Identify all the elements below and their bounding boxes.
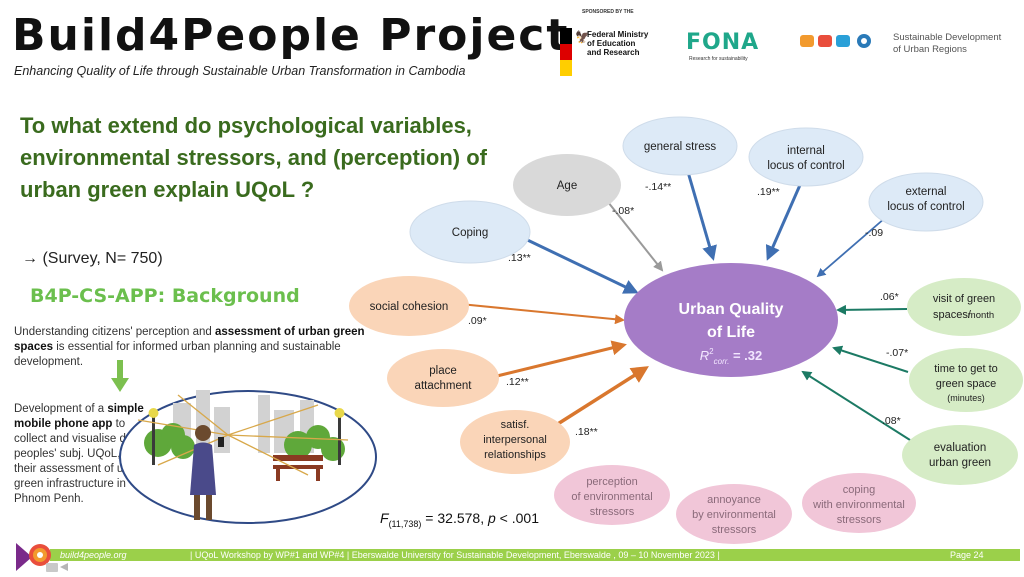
svg-text:perception: perception [586, 476, 637, 488]
svg-text:.09*: .09* [468, 315, 487, 327]
svg-text:.12**: .12** [506, 376, 529, 388]
svg-text:external: external [906, 186, 947, 198]
park-illustration [119, 390, 377, 524]
research-question: To what extend do psychological variable… [20, 113, 487, 202]
node-eval: evaluation urban green [902, 425, 1018, 485]
bmbf-logo-text: Federal Ministry of Education and Resear… [587, 30, 649, 57]
svg-text:coping: coping [843, 484, 875, 496]
node-external-locus: external locus of control [868, 172, 984, 232]
svg-text:Coping: Coping [452, 227, 488, 239]
svg-text:with environmental: with environmental [812, 499, 905, 511]
node-general-stress: general stress [622, 116, 738, 176]
node-place-attachment: place attachment [387, 349, 499, 407]
svg-text:place: place [429, 365, 457, 377]
fona-tagline: Research for sustainability [689, 56, 748, 62]
page-number: Page 24 [950, 550, 984, 560]
arrow-general-stress [686, 171, 717, 261]
svg-text:month: month [968, 310, 994, 321]
f-statistic: F(11,738) = 32.578, p < .001 [380, 510, 539, 529]
node-coping: Coping [409, 200, 531, 264]
page-title: Build4People Project [12, 10, 570, 61]
development-text: Development of a simple mobile phone app… [14, 403, 158, 505]
survey-note: → (Survey, N= 750) [22, 250, 163, 267]
svg-text:(minutes): (minutes) [947, 393, 985, 403]
svg-text:visit of green: visit of green [933, 293, 995, 305]
svg-text:attachment: attachment [415, 380, 473, 392]
background-text: Understanding citizens' perception and a… [14, 326, 365, 368]
svg-text:spaces/: spaces/ [933, 309, 972, 321]
arrow-age [607, 201, 664, 272]
svg-text:of Life: of Life [707, 324, 755, 341]
svg-text:green space: green space [936, 378, 997, 390]
svg-text:relationships: relationships [484, 449, 546, 461]
sure-name: Sustainable Development of Urban Regions [893, 32, 1002, 55]
svg-text:-.14**: -.14** [645, 181, 671, 193]
arrow-external-locus [816, 217, 886, 278]
node-perception: perception of environmental stressors [554, 465, 670, 525]
svg-text:annoyance: annoyance [707, 494, 761, 506]
arrow-time [832, 345, 909, 373]
svg-text:locus of control: locus of control [767, 160, 844, 172]
down-arrow-icon [111, 360, 129, 392]
svg-text:of environmental: of environmental [571, 491, 652, 503]
arrow-visit [836, 304, 908, 315]
svg-text:general stress: general stress [644, 141, 716, 153]
node-coping-env: coping with environmental stressors [802, 473, 916, 533]
svg-text:stressors: stressors [712, 524, 757, 536]
node-age: Age [513, 154, 621, 216]
arrow-eval [801, 370, 911, 441]
r-squared-label: R2corr. = .32 [700, 347, 762, 366]
node-time: time to get to green space (minutes) [909, 348, 1023, 412]
svg-text:.19**: .19** [757, 186, 780, 198]
node-annoyance: annoyance by environmental stressors [676, 484, 792, 544]
path-diagram: general stress internal locus of control… [349, 116, 1023, 544]
bench-icon [273, 455, 323, 481]
diagram-arrows [459, 171, 911, 441]
footer-info: | UQoL Workshop by WP#1 and WP#4 | Ebers… [190, 550, 720, 560]
svg-text:stressors: stressors [590, 506, 635, 518]
node-satisf: satisf. interpersonal relationships [460, 410, 570, 474]
german-flag-icon [560, 28, 572, 76]
svg-text:social cohesion: social cohesion [370, 301, 449, 313]
sure-logo-icon [800, 34, 871, 48]
coefficient-labels: -.14** .19** -.08* -.09 .13** .09* .12**… [468, 181, 908, 438]
signal-lines [137, 394, 349, 476]
arrow-social-cohesion [459, 303, 625, 325]
svg-text:satisf.: satisf. [501, 419, 530, 431]
fona-logo: FONA [686, 30, 760, 55]
svg-text:.06*: .06* [880, 291, 899, 303]
node-visit: visit of green spaces/ month [907, 278, 1021, 336]
svg-text:locus of control: locus of control [887, 201, 964, 213]
arrow-coping [516, 233, 639, 294]
svg-text:evaluation: evaluation [934, 442, 986, 454]
svg-text:stressors: stressors [837, 514, 882, 526]
node-internal-locus: internal locus of control [748, 127, 864, 187]
b4p-logo-icon [16, 543, 68, 572]
svg-text:time to get to: time to get to [934, 363, 998, 375]
svg-text:.18**: .18** [575, 426, 598, 438]
arrow-satisf [552, 366, 649, 429]
svg-text:Urban Quality: Urban Quality [679, 301, 784, 318]
svg-text:.08*: .08* [882, 415, 901, 427]
sponsor-label: SPONSORED BY THE [582, 9, 634, 15]
svg-text:-.09: -.09 [865, 227, 883, 239]
woman-with-phone-icon [190, 425, 224, 520]
svg-text:.13**: .13** [508, 252, 531, 264]
svg-text:-.08*: -.08* [612, 205, 634, 217]
page-subtitle: Enhancing Quality of Life through Sustai… [14, 64, 466, 78]
svg-text:Age: Age [557, 180, 577, 192]
app-heading: B4P-CS-APP: Background [30, 285, 300, 307]
svg-text:urban green: urban green [929, 457, 991, 469]
eagle-icon: 🦅 [575, 30, 590, 44]
arrow-internal-locus [765, 184, 802, 261]
node-urban-quality-of-life: Urban Quality of Life R2corr. = .32 [624, 263, 838, 377]
footer-site[interactable]: build4people.org [60, 550, 127, 560]
svg-text:by environmental: by environmental [692, 509, 776, 521]
svg-text:-.07*: -.07* [886, 347, 908, 359]
svg-text:internal: internal [787, 145, 825, 157]
footer-bar [50, 549, 1020, 561]
svg-text:interpersonal: interpersonal [483, 434, 547, 446]
node-social-cohesion: social cohesion [349, 276, 469, 336]
arrow-place-attachment [496, 340, 627, 378]
